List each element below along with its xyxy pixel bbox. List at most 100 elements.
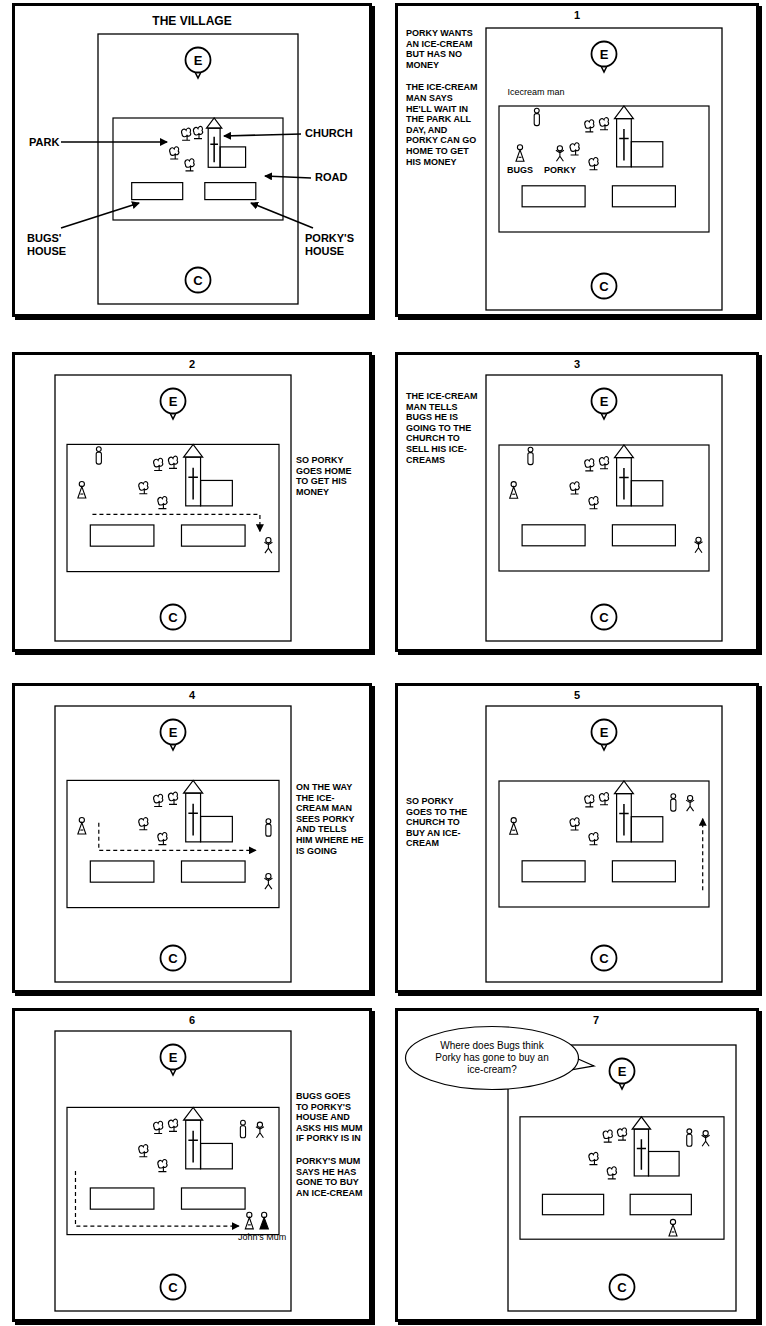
figure-body — [528, 453, 533, 465]
figure-body — [702, 1135, 710, 1146]
icecream-man-figure — [671, 794, 676, 811]
figure-label: PORKY — [544, 165, 576, 176]
figure-mark — [248, 1224, 251, 1225]
marker-letter: E — [169, 395, 178, 408]
marker-letter: E — [600, 395, 609, 408]
porky-figure — [264, 874, 272, 890]
figure-body — [686, 800, 694, 811]
experimenter-marker: E — [590, 387, 618, 415]
tree-symbol — [607, 1167, 616, 1179]
church-cross — [210, 137, 218, 163]
marker-letter: E — [618, 1065, 627, 1078]
tree-symbol — [139, 482, 148, 494]
tree-symbol — [193, 126, 202, 138]
tree-symbol — [154, 794, 163, 806]
figure-body — [264, 542, 272, 553]
figure-body — [78, 487, 86, 498]
tree-symbol — [182, 128, 191, 140]
tree-symbol — [570, 482, 579, 494]
porky-figure — [686, 796, 694, 812]
marker-ring — [610, 1275, 635, 1300]
porky-figure — [695, 537, 703, 553]
marker-ring — [592, 389, 617, 414]
marker-letter: E — [169, 1051, 178, 1064]
marker-letter: E — [600, 48, 609, 61]
bugs-figure — [510, 482, 518, 499]
figure-body — [266, 824, 271, 836]
porky-house — [612, 525, 675, 546]
panel-caption: PORKY WANTS AN ICE-CREAM BUT HAS NO MONE… — [406, 28, 480, 70]
panel-caption: THE ICE-CREAM MAN SAYS HE'LL WAIT IN THE… — [406, 82, 480, 167]
figure-head — [528, 447, 533, 452]
marker-ring — [592, 605, 617, 630]
icecream-man-figure — [240, 1120, 245, 1137]
map-label: CHURCH — [305, 127, 353, 140]
panel-caption: SO PORKY GOES HOME TO GET HIS MONEY — [296, 455, 364, 497]
church-cross — [188, 1131, 198, 1163]
story-panel: 2SO PORKY GOES HOME TO GET HIS MONEYEC — [12, 352, 372, 652]
figure-head — [688, 796, 693, 801]
tree-symbol — [585, 120, 594, 132]
panel-caption: THE ICE-CREAM MAN TELLS BUGS HE IS GOING… — [406, 391, 480, 465]
marker-letter: C — [599, 952, 608, 965]
route-arrow — [99, 823, 256, 851]
church-roof — [615, 781, 634, 794]
tree-symbol — [603, 1130, 612, 1142]
figure-head — [266, 538, 271, 543]
bugs-house — [90, 1188, 154, 1209]
bugs-figure — [245, 1212, 253, 1229]
tree-symbol — [154, 458, 163, 470]
figure-body — [534, 114, 539, 126]
map-frame — [486, 28, 722, 310]
porky-house — [612, 186, 675, 207]
tree-symbol — [589, 1152, 598, 1164]
figure-body — [78, 823, 86, 834]
church-symbol — [184, 780, 233, 841]
church-tower — [186, 457, 201, 506]
leader-arrow — [265, 176, 311, 178]
story-panel: 6BUGS GOES TO PORKY'S HOUSE AND ASKS HIS… — [12, 1008, 372, 1322]
church-symbol — [615, 106, 663, 167]
figure-mark — [672, 1231, 675, 1232]
panel-caption: PORKY'S MUM SAYS HE HAS GONE TO BUY AN I… — [296, 1156, 364, 1198]
church-tower — [208, 128, 220, 167]
experimenter-marker: E — [590, 718, 618, 746]
church-roof — [632, 1117, 650, 1129]
tree-symbol — [168, 1119, 177, 1131]
tree-symbol — [599, 118, 608, 130]
church-tower — [617, 794, 632, 842]
tree-symbol — [589, 833, 598, 845]
church-cross — [619, 468, 628, 500]
marker-letter: C — [168, 611, 177, 624]
marker-letter: C — [599, 611, 608, 624]
panel-heading: THE VILLAGE — [15, 14, 369, 28]
marker-ring — [186, 268, 211, 293]
figure-head — [534, 108, 539, 113]
tree-symbol — [570, 818, 579, 830]
tree-symbol — [170, 147, 179, 159]
village-map — [520, 1117, 724, 1239]
tree-symbol — [154, 1121, 163, 1133]
figure-head — [696, 537, 701, 542]
figure-mark — [80, 493, 83, 494]
panel-heading: 4 — [15, 689, 369, 702]
figure-body — [260, 1217, 268, 1228]
church-cross — [188, 804, 198, 836]
map-label: PORKY'S HOUSE — [305, 232, 367, 258]
church-roof — [184, 1107, 203, 1120]
map-label: BUGS' HOUSE — [27, 232, 89, 258]
church-symbol — [184, 444, 233, 505]
bugs-figure — [516, 145, 524, 162]
route-arrow — [702, 819, 703, 890]
church-roof — [207, 118, 222, 128]
map-frame — [486, 375, 722, 641]
icecream-man-figure — [96, 447, 101, 464]
village-map — [67, 1107, 279, 1234]
tree-symbol — [599, 793, 608, 805]
panel-heading: 7 — [586, 1014, 606, 1027]
bugs-house — [90, 861, 154, 882]
figure-body — [516, 150, 524, 161]
child-marker: C — [184, 266, 212, 294]
route-arrow — [92, 514, 259, 531]
